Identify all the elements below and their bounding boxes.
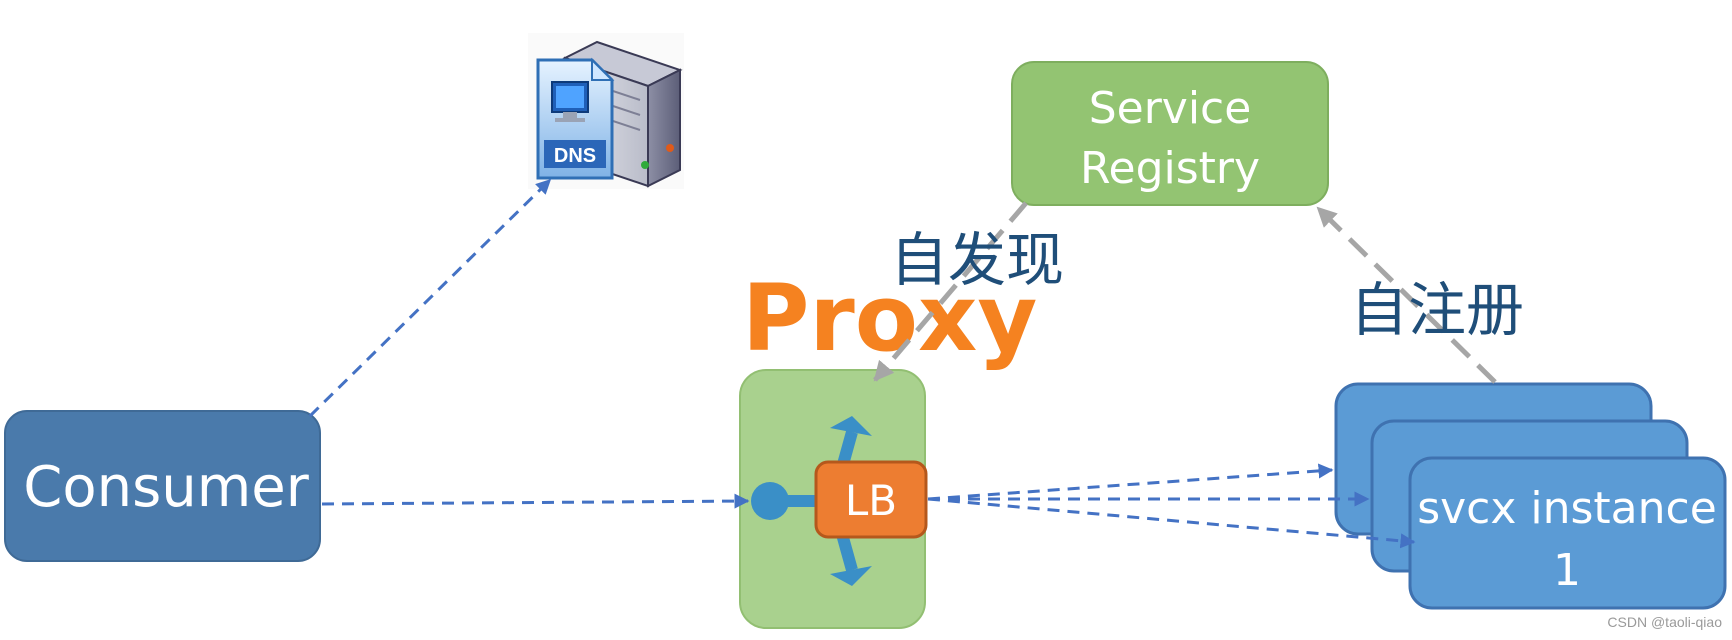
registry-label-line2: Registry (1080, 143, 1260, 194)
watermark: CSDN @taoli-qiao (1607, 614, 1722, 630)
instance-card-front (1408, 456, 1727, 610)
instance-stack: svcx instance 1 (1334, 382, 1727, 610)
lb-node: LB (814, 460, 928, 539)
registration-edge (1316, 206, 1497, 384)
proxy-title: Proxy (742, 265, 1037, 372)
service-registry-node: Service Registry (1011, 61, 1329, 206)
proxy-input-port-icon (751, 482, 789, 520)
consumer-node: Consumer (4, 410, 321, 562)
lb-label: LB (845, 476, 897, 525)
discovery-edge (873, 201, 1028, 382)
registration-label: 自注册 (1350, 276, 1524, 344)
consumer-to-proxy-edge (321, 493, 750, 509)
dns-server-icon: DNS (528, 33, 684, 189)
dns-icon-text: DNS (554, 145, 596, 167)
instance-label-line2: 1 (1553, 545, 1581, 596)
lb-to-instance-edge-3 (927, 497, 1416, 549)
lb-down-arrow-icon (836, 532, 858, 572)
registry-label-line1: Service (1089, 83, 1252, 134)
consumer-to-dns-edge (308, 178, 552, 418)
lb-to-instance-edge-1 (927, 463, 1334, 501)
discovery-label: 自发现 (890, 226, 1064, 294)
consumer-label: Consumer (23, 455, 310, 520)
instance-label-line1: svcx instance (1417, 483, 1717, 534)
